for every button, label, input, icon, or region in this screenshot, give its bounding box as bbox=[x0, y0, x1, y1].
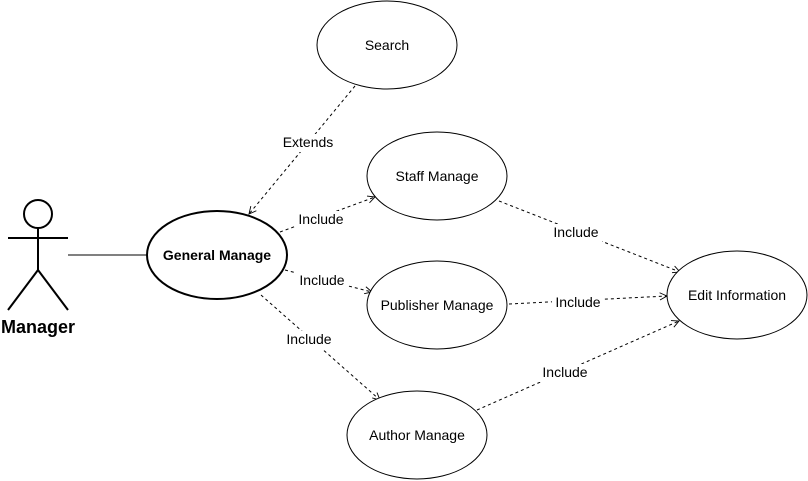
use-case-search-shape bbox=[316, 0, 458, 90]
use-case-search-label: Search bbox=[365, 37, 409, 53]
extends-connector bbox=[249, 85, 356, 214]
use-case-general-manage-label: General Manage bbox=[163, 247, 271, 263]
use-case-publisher-manage-shape bbox=[366, 260, 508, 350]
use-case-publisher-manage-label: Publisher Manage bbox=[381, 297, 494, 313]
use-case-edit-information[interactable]: Edit Information bbox=[666, 250, 808, 340]
actor-manager[interactable]: Manager bbox=[1, 199, 75, 337]
use-case-general-manage[interactable]: General Manage bbox=[146, 210, 288, 300]
include-label-staff-edit-bg bbox=[550, 224, 602, 242]
actor-right-leg bbox=[37, 269, 69, 311]
include-label-staff: Include bbox=[298, 211, 343, 227]
use-case-author-manage-label: Author Manage bbox=[369, 427, 465, 443]
use-case-author-manage-shape bbox=[346, 390, 488, 480]
extends-label-bg bbox=[278, 134, 338, 152]
actor-head bbox=[23, 199, 53, 229]
include-label-publisher-bg bbox=[296, 272, 348, 290]
actor-left-leg bbox=[7, 269, 39, 311]
include-label-author-edit-bg bbox=[539, 364, 591, 382]
include-label-author: Include bbox=[286, 331, 331, 347]
include-label-author-bg bbox=[283, 331, 335, 349]
use-case-edit-information-label: Edit Information bbox=[688, 287, 786, 303]
use-case-publisher-manage[interactable]: Publisher Manage bbox=[366, 260, 508, 350]
use-case-staff-manage-label: Staff Manage bbox=[395, 168, 478, 184]
include-label-publisher-edit: Include bbox=[555, 294, 600, 310]
actor-label: Manager bbox=[1, 317, 75, 337]
use-case-search[interactable]: Search bbox=[316, 0, 458, 90]
use-case-staff-manage-shape bbox=[366, 131, 508, 221]
use-case-staff-manage[interactable]: Staff Manage bbox=[366, 131, 508, 221]
use-case-author-manage[interactable]: Author Manage bbox=[346, 390, 488, 480]
use-case-edit-information-shape bbox=[666, 250, 808, 340]
include-label-author-edit: Include bbox=[542, 364, 587, 380]
include-label-staff-edit: Include bbox=[553, 224, 598, 240]
include-label-publisher-edit-bg bbox=[552, 294, 604, 312]
include-label-staff-bg bbox=[295, 211, 347, 229]
extends-label: Extends bbox=[283, 134, 334, 150]
include-label-publisher: Include bbox=[299, 272, 344, 288]
use-case-general-manage-shape bbox=[146, 210, 288, 300]
